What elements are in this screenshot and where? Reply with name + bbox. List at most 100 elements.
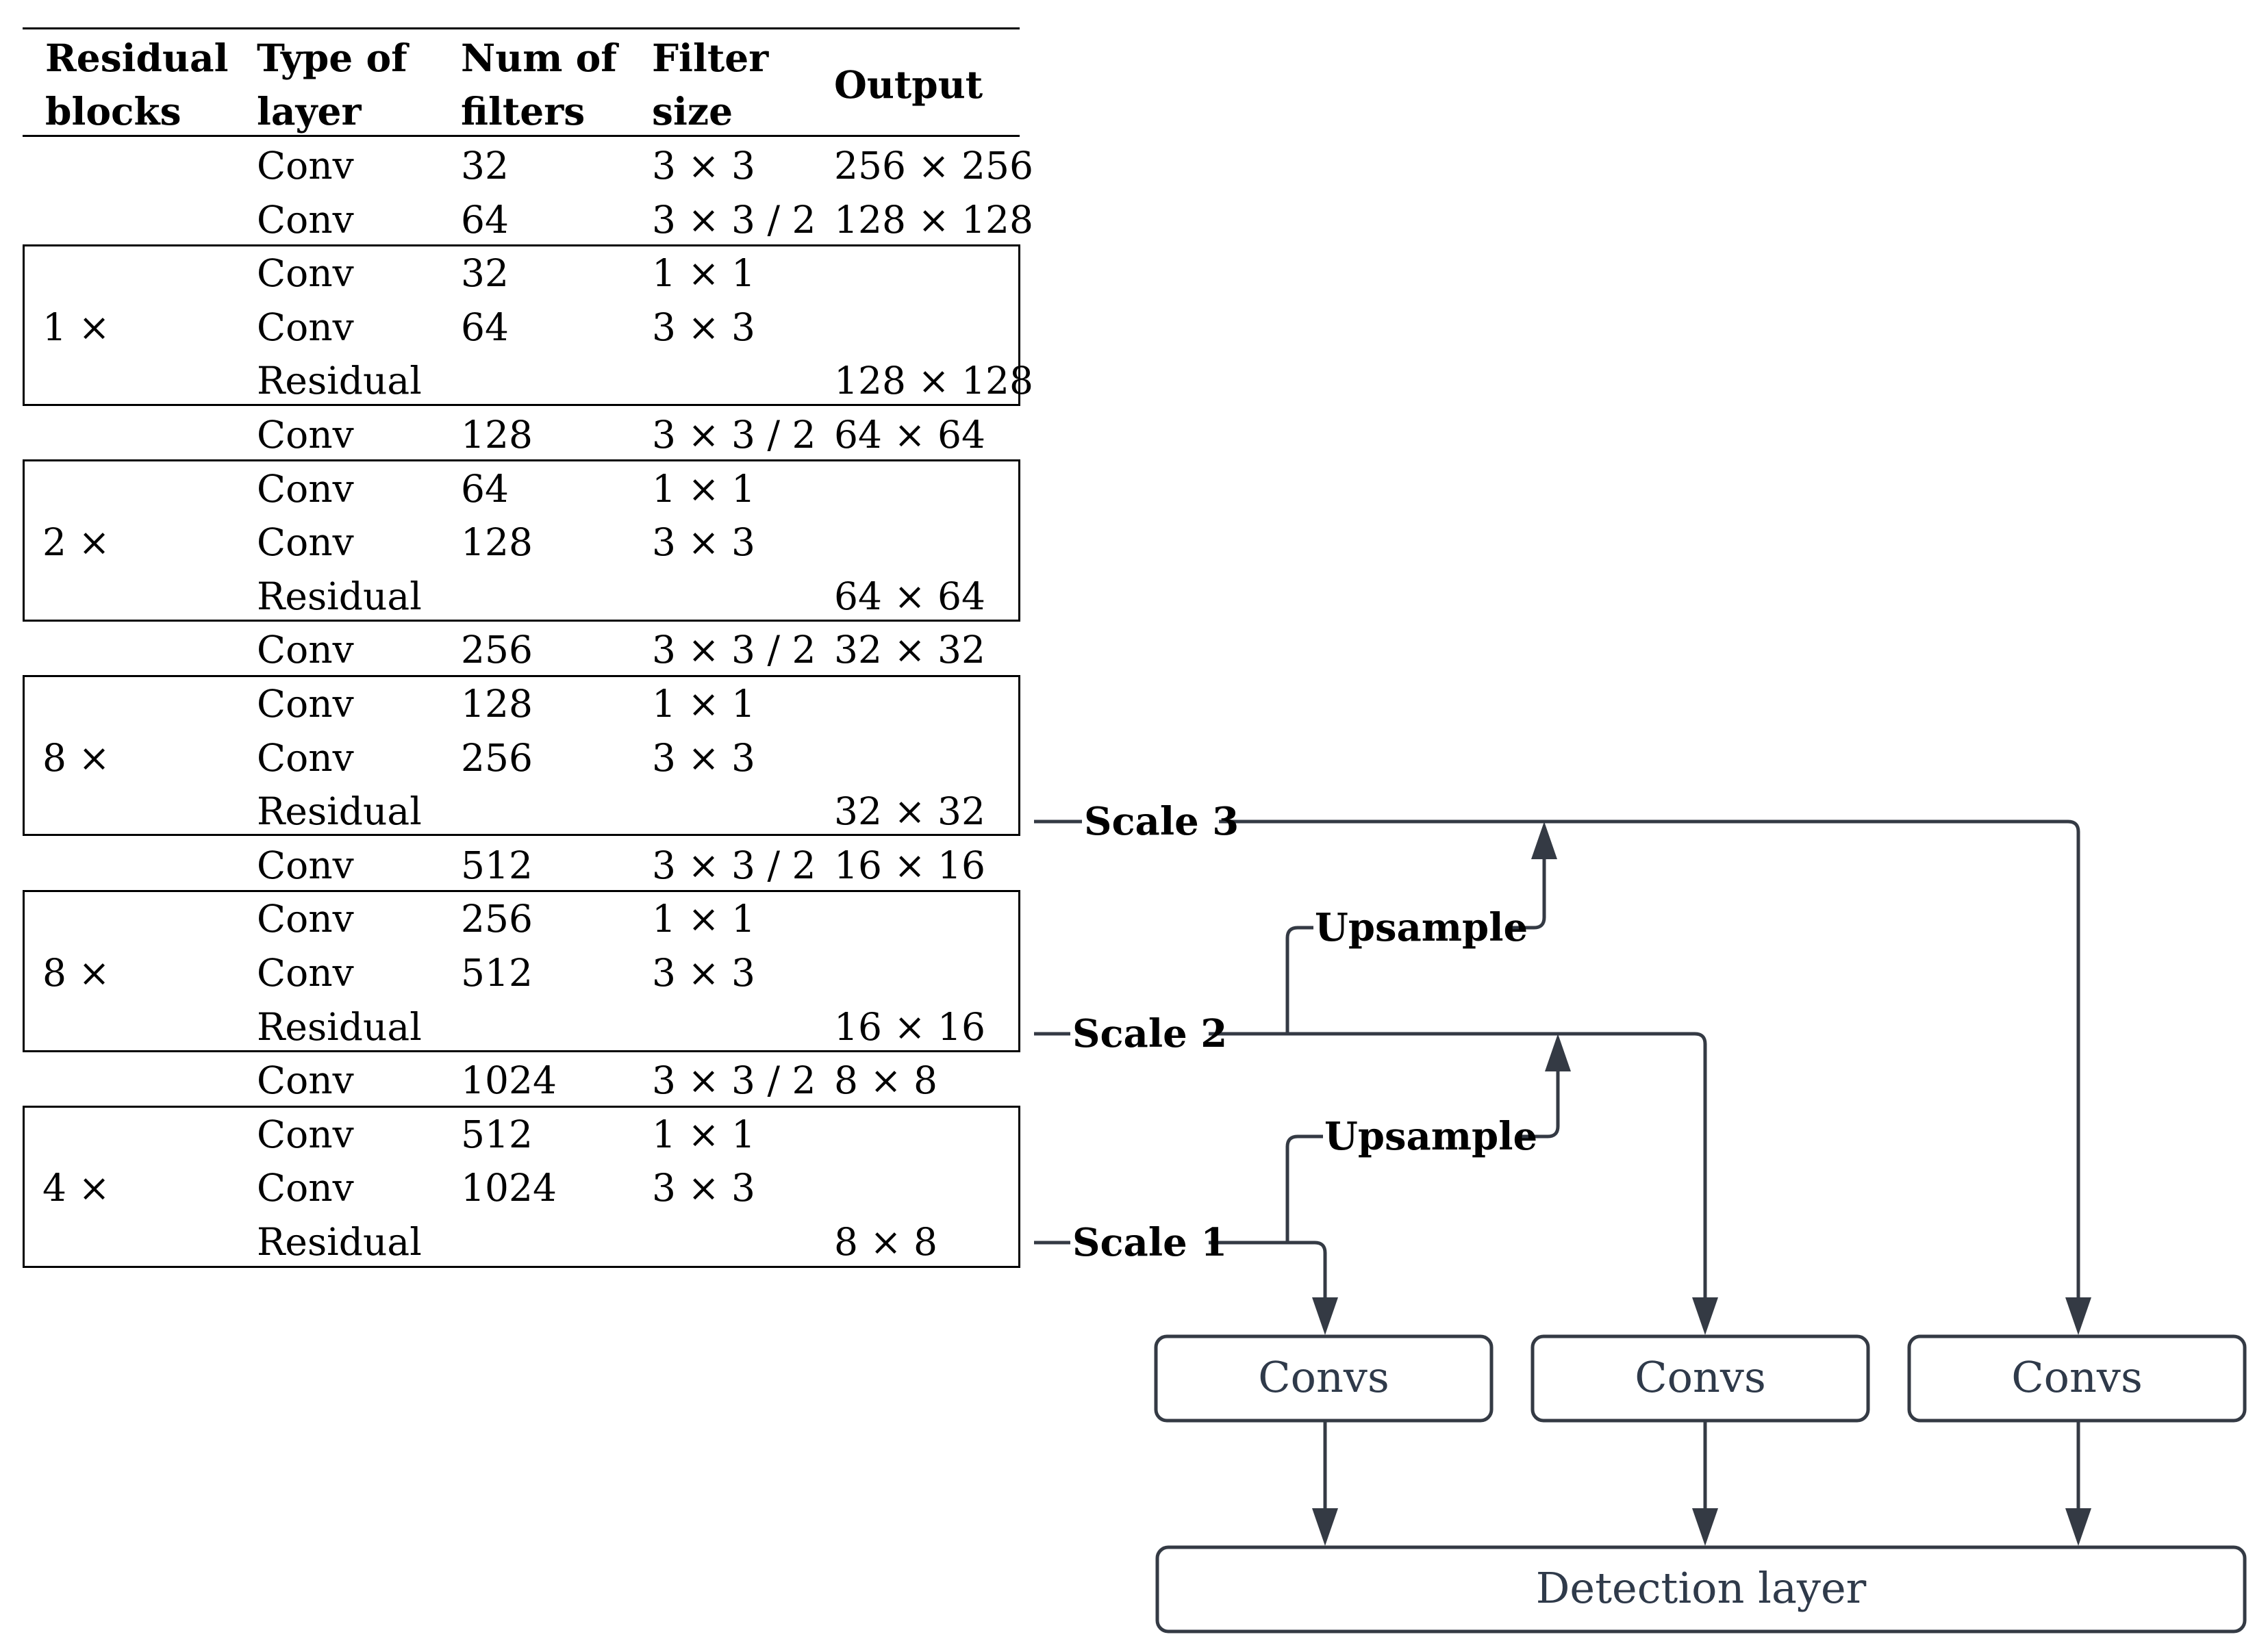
convs-node-1: Convs bbox=[1154, 1334, 1494, 1423]
scale3-label: Scale 3 bbox=[1084, 799, 1239, 844]
cell-type-of-layer: Residual bbox=[257, 789, 422, 833]
convs-node-2: Convs bbox=[1530, 1334, 1870, 1423]
cell-num-of-filters: 512 bbox=[461, 1113, 533, 1156]
table-top-rule bbox=[23, 27, 1020, 29]
cell-residual-blocks: 8 × bbox=[42, 951, 110, 995]
detection-layer-label: Detection layer bbox=[1536, 1563, 1867, 1613]
arrow-scale3-up-icon bbox=[1531, 822, 1557, 859]
cell-type-of-layer: Residual bbox=[257, 1005, 422, 1049]
cell-filter-size: 1 × 1 bbox=[652, 251, 756, 295]
cell-filter-size: 1 × 1 bbox=[652, 897, 756, 941]
upsample-lower-line bbox=[1285, 1134, 1323, 1243]
convs-node-3-label: Convs bbox=[2011, 1352, 2143, 1402]
cell-filter-size: 1 × 1 bbox=[652, 1113, 756, 1156]
cell-filter-size: 3 × 3 bbox=[652, 305, 756, 349]
cell-filter-size: 3 × 3 / 2 bbox=[652, 413, 816, 457]
cell-output: 16 × 16 bbox=[834, 843, 986, 887]
cell-filter-size: 3 × 3 bbox=[652, 520, 756, 564]
cell-output: 64 × 64 bbox=[834, 574, 986, 618]
residual-group-3 bbox=[23, 675, 1020, 836]
cell-type-of-layer: Conv bbox=[257, 305, 354, 349]
cell-residual-blocks: 1 × bbox=[42, 305, 110, 349]
cell-type-of-layer: Conv bbox=[257, 897, 354, 941]
cell-num-of-filters: 64 bbox=[461, 198, 509, 242]
arrow-scale2-up-icon bbox=[1545, 1034, 1571, 1071]
cell-num-of-filters: 1024 bbox=[461, 1058, 557, 1102]
scale2-line bbox=[1209, 1032, 1707, 1311]
cell-num-of-filters: 128 bbox=[461, 520, 533, 564]
upsample-upper-label: Upsample bbox=[1315, 905, 1528, 950]
cell-type-of-layer: Conv bbox=[257, 520, 354, 564]
cell-num-of-filters: 64 bbox=[461, 467, 509, 511]
residual-group-2 bbox=[23, 459, 1020, 622]
cell-type-of-layer: Conv bbox=[257, 1113, 354, 1156]
scale2-label: Scale 2 bbox=[1072, 1011, 1227, 1056]
upsample-lower-label: Upsample bbox=[1324, 1114, 1537, 1159]
cell-type-of-layer: Residual bbox=[257, 574, 422, 618]
cell-type-of-layer: Residual bbox=[257, 359, 422, 403]
cell-num-of-filters: 512 bbox=[461, 843, 533, 887]
cell-num-of-filters: 1024 bbox=[461, 1166, 557, 1210]
connector-lines bbox=[1034, 819, 2080, 1520]
cell-type-of-layer: Conv bbox=[257, 1058, 354, 1102]
cell-num-of-filters: 128 bbox=[461, 682, 533, 726]
cell-filter-size: 3 × 3 / 2 bbox=[652, 628, 816, 672]
residual-group-5 bbox=[23, 1106, 1020, 1268]
cell-num-of-filters: 64 bbox=[461, 305, 509, 349]
cell-type-of-layer: Conv bbox=[257, 951, 354, 995]
cell-type-of-layer: Conv bbox=[257, 682, 354, 726]
cell-type-of-layer: Residual bbox=[257, 1220, 422, 1264]
table-header-rule bbox=[23, 135, 1020, 137]
cell-type-of-layer: Conv bbox=[257, 628, 354, 672]
cell-filter-size: 3 × 3 bbox=[652, 1166, 756, 1210]
scale1-line bbox=[1209, 1241, 1327, 1311]
cell-residual-blocks: 2 × bbox=[42, 520, 110, 564]
header-output: Output bbox=[834, 62, 983, 107]
cell-filter-size: 1 × 1 bbox=[652, 682, 756, 726]
cell-num-of-filters: 256 bbox=[461, 897, 533, 941]
cell-type-of-layer: Conv bbox=[257, 1166, 354, 1210]
cell-filter-size: 3 × 3 bbox=[652, 736, 756, 780]
cell-residual-blocks: 4 × bbox=[42, 1166, 110, 1210]
residual-group-1 bbox=[23, 244, 1020, 406]
cell-output: 64 × 64 bbox=[834, 413, 986, 457]
arrow-convs3-in-icon bbox=[2065, 1297, 2091, 1335]
upsample-upper-line bbox=[1285, 926, 1313, 1034]
cell-output: 256 × 256 bbox=[834, 144, 1034, 188]
cell-residual-blocks: 8 × bbox=[42, 736, 110, 780]
cell-type-of-layer: Conv bbox=[257, 736, 354, 780]
cell-num-of-filters: 256 bbox=[461, 628, 533, 672]
cell-type-of-layer: Conv bbox=[257, 843, 354, 887]
cell-filter-size: 3 × 3 / 2 bbox=[652, 843, 816, 887]
cell-num-of-filters: 128 bbox=[461, 413, 533, 457]
cell-type-of-layer: Conv bbox=[257, 144, 354, 188]
cell-num-of-filters: 32 bbox=[461, 144, 509, 188]
convs-node-3: Convs bbox=[1907, 1334, 2247, 1423]
arrow-det2-in-icon bbox=[1692, 1508, 1718, 1546]
cell-output: 8 × 8 bbox=[834, 1058, 938, 1102]
cell-type-of-layer: Conv bbox=[257, 251, 354, 295]
residual-group-4 bbox=[23, 890, 1020, 1052]
cell-num-of-filters: 256 bbox=[461, 736, 533, 780]
cell-num-of-filters: 512 bbox=[461, 951, 533, 995]
arrow-det1-in-icon bbox=[1312, 1508, 1338, 1546]
cell-output: 16 × 16 bbox=[834, 1005, 986, 1049]
cell-output: 8 × 8 bbox=[834, 1220, 938, 1264]
cell-filter-size: 3 × 3 bbox=[652, 144, 756, 188]
detection-layer-node: Detection layer bbox=[1155, 1545, 2247, 1634]
cell-filter-size: 3 × 3 / 2 bbox=[652, 198, 816, 242]
cell-type-of-layer: Conv bbox=[257, 198, 354, 242]
convs-node-1-label: Convs bbox=[1258, 1352, 1389, 1402]
cell-type-of-layer: Conv bbox=[257, 413, 354, 457]
cell-filter-size: 1 × 1 bbox=[652, 467, 756, 511]
arrow-convs2-in-icon bbox=[1692, 1297, 1718, 1335]
arrow-det3-in-icon bbox=[2065, 1508, 2091, 1546]
cell-output: 128 × 128 bbox=[834, 359, 1034, 403]
arrowheads bbox=[1312, 822, 2091, 1546]
